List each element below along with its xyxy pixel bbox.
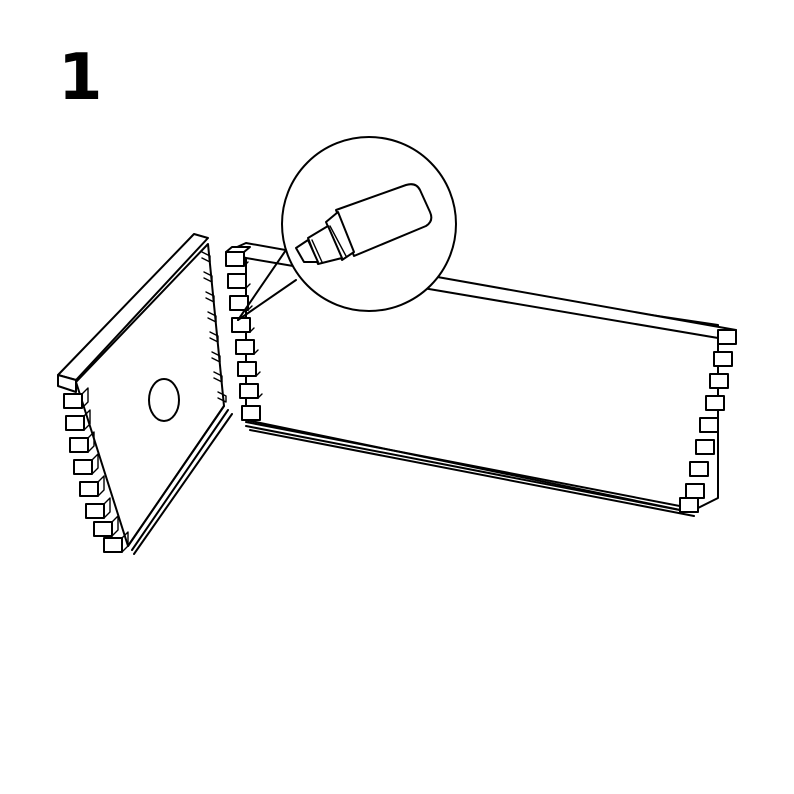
back-panel-left-fingers <box>225 246 263 421</box>
side-panel <box>57 233 233 555</box>
panel-hole <box>148 378 180 422</box>
step-number: 1 <box>58 41 103 115</box>
glue-bottle-icon <box>295 183 433 265</box>
glue-bottle-detail <box>237 136 457 321</box>
back-panel-right-fingers <box>679 329 737 513</box>
side-panel-right-notches <box>201 251 227 403</box>
back-panel <box>225 242 737 517</box>
side-panel-left-fingers <box>63 387 129 553</box>
